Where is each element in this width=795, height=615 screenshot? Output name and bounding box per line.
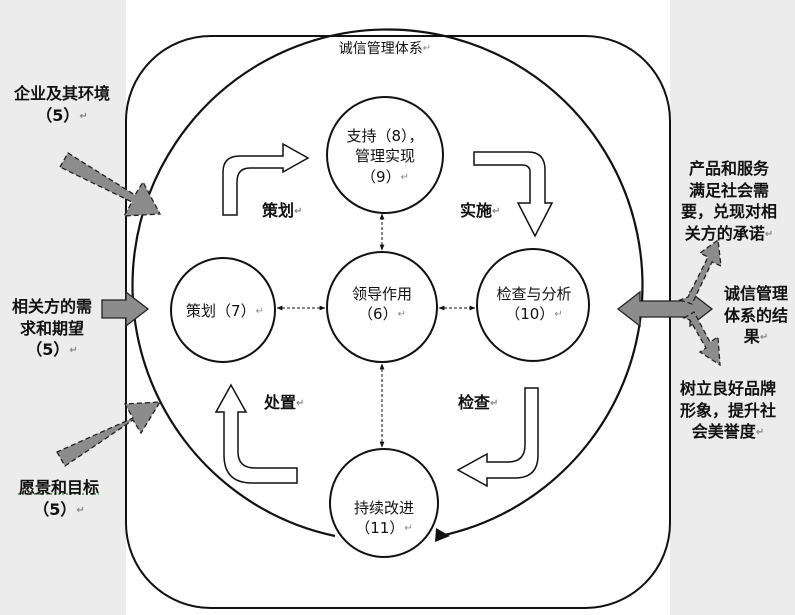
vision-input-arrow xyxy=(56,401,162,467)
improve-node-label: 持续改进 （11）↵ xyxy=(353,499,414,538)
process-cycle-arrowhead xyxy=(435,528,450,542)
cycle-do-label: 实施↵ xyxy=(460,201,501,220)
check-node-circle xyxy=(476,248,590,362)
do-cycle-arrow xyxy=(473,151,554,238)
leadership-node-label: 领导作用 （6）↵ xyxy=(351,285,412,324)
brand-output-label: 树立良好品牌 形象，提升社 会美誉度↵ xyxy=(679,379,776,442)
check-cycle-arrow xyxy=(456,387,539,488)
support-node-circle xyxy=(326,96,444,214)
cycle-act-label: 处置↵ xyxy=(264,393,305,412)
plan-node-circle xyxy=(170,257,276,363)
cycle-plan-label: 策划↵ xyxy=(262,201,303,220)
context-input-label: 企业及其环境 （5）↵ xyxy=(13,84,110,125)
products-output-label: 产品和服务 满足社会需 要，兑现对相 关方的承诺↵ xyxy=(680,159,777,243)
brand-branch-arrow xyxy=(682,311,721,367)
stakeholder-input-label: 相关方的需 求和期望 （5）↵ xyxy=(11,297,92,360)
act-cycle-arrow xyxy=(214,383,298,484)
system-title: 诚信管理体系↵ xyxy=(338,41,432,57)
result-output-arrow xyxy=(616,290,714,328)
plan-cycle-arrow xyxy=(222,142,310,216)
vision-input-label: 愿景和目标 （5）↵ xyxy=(18,478,99,519)
stakeholder-input-arrow xyxy=(101,290,150,328)
plan-node-label: 策划（7）↵ xyxy=(186,302,264,320)
leadership-node-circle xyxy=(326,251,438,363)
improve-node-circle xyxy=(329,448,439,558)
products-branch-arrow xyxy=(678,238,722,305)
process-cycle-circle xyxy=(131,28,644,538)
support-node-label: 支持（8）， 管理实现 （9）↵ xyxy=(346,127,424,186)
cycle-check-label: 检查↵ xyxy=(458,393,499,412)
context-input-arrow xyxy=(59,152,162,217)
check-node-label: 检查与分析 （10）↵ xyxy=(496,285,572,324)
result-output-label: 诚信管理 体系的结 果↵ xyxy=(723,284,788,347)
